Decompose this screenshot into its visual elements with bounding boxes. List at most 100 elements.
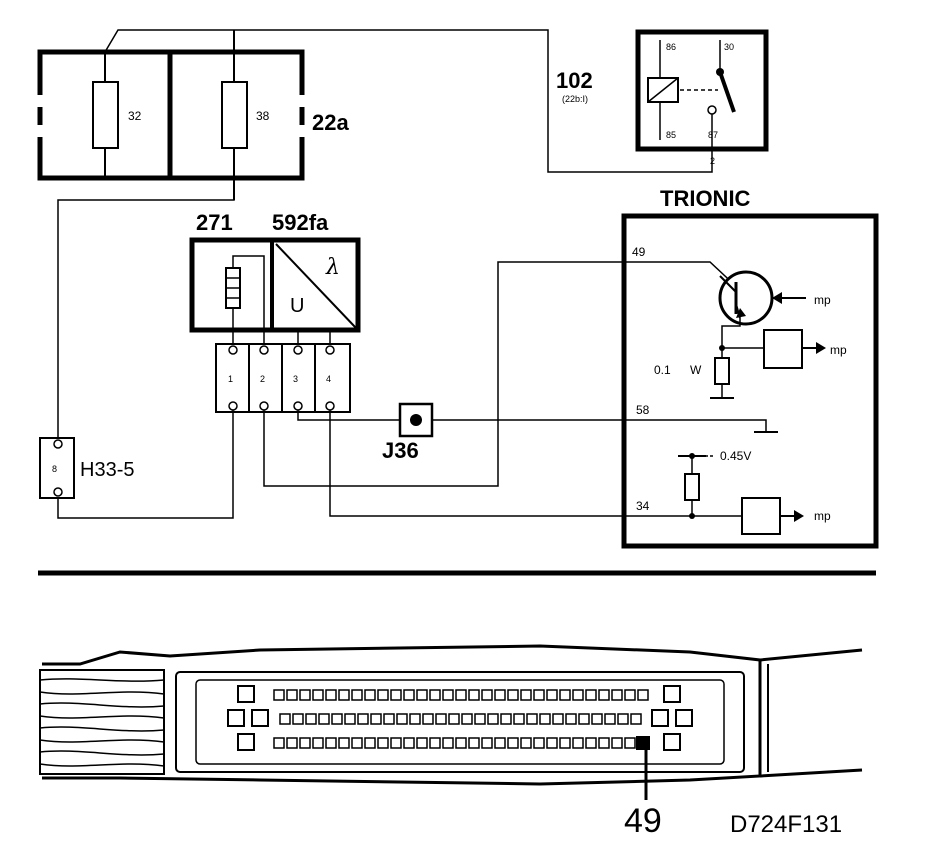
fuse-32-label: 32	[128, 109, 142, 123]
connector-pin	[416, 737, 428, 749]
transistor-icon	[718, 270, 806, 326]
connector-pin	[520, 689, 532, 701]
wire-pin1-h33	[57, 410, 234, 519]
connector-pin	[299, 737, 311, 749]
wire-pin4-ecu34	[329, 410, 742, 517]
relay-contact-87	[707, 105, 717, 115]
connector-pin	[273, 689, 285, 701]
connector-pin	[455, 689, 467, 701]
ecu-pin-58: 58	[636, 403, 650, 417]
connector-pin	[364, 689, 376, 701]
connector-pin	[338, 689, 350, 701]
connector-pin	[383, 713, 395, 725]
connector-pin	[617, 713, 629, 725]
connector-pin	[578, 713, 590, 725]
pin-49-highlight	[636, 736, 650, 750]
wire-fuse38-h33	[57, 178, 235, 440]
ground-point-j36: J36	[382, 402, 434, 463]
connector-pin	[546, 737, 558, 749]
connector-pin	[481, 737, 493, 749]
connector-pin	[325, 689, 337, 701]
connector-pin	[630, 713, 642, 725]
connector-pin	[331, 713, 343, 725]
connector-pin	[624, 689, 636, 701]
sensor-label-592fa: 592fa	[272, 210, 329, 235]
connector-pin	[338, 737, 350, 749]
connector-pin	[487, 713, 499, 725]
amplifier-block-1	[763, 329, 803, 369]
connector-pin	[585, 737, 597, 749]
relay-sublabel: (22b:I)	[562, 94, 588, 104]
amplifier-block-2	[741, 497, 781, 535]
relay-pin-2: 2	[710, 156, 715, 166]
connector-pin	[455, 737, 467, 749]
ecu-connector: 49	[39, 644, 863, 840]
connector-pin	[377, 737, 389, 749]
connector-pin	[286, 689, 298, 701]
sensor-pin-1: 1	[228, 374, 233, 384]
ecu-pin-49: 49	[632, 245, 646, 259]
connector-pin	[377, 689, 389, 701]
connector-pin	[468, 689, 480, 701]
connector-pin	[500, 713, 512, 725]
fusebox-22a: 32 38 22a	[34, 30, 349, 200]
connector-pin	[390, 689, 402, 701]
connector-pin	[507, 737, 519, 749]
connector-pin	[494, 737, 506, 749]
connector-pin	[351, 737, 363, 749]
connector-pin	[611, 737, 623, 749]
connector-pin-grid	[273, 689, 649, 749]
connector-pin	[416, 689, 428, 701]
connector-pin	[468, 737, 480, 749]
connector-pin	[559, 737, 571, 749]
connector-pin	[403, 737, 415, 749]
reference-resistor	[684, 473, 700, 501]
connector-pin	[279, 713, 291, 725]
wire-pin2-ecu49	[263, 261, 741, 487]
connector-pin	[429, 689, 441, 701]
connector-pin	[565, 713, 577, 725]
connector-pin	[435, 713, 447, 725]
connector-pin	[422, 713, 434, 725]
lambda-symbol: λ	[325, 255, 340, 280]
connector-pin	[351, 689, 363, 701]
connector-pin	[539, 713, 551, 725]
h33-label: H33-5	[80, 459, 134, 481]
connector-pin	[591, 713, 603, 725]
connector-pin	[572, 689, 584, 701]
resistor-value: 0.1	[654, 363, 671, 377]
resistor-unit: W	[690, 363, 702, 377]
mp-label-1: mp	[814, 293, 831, 307]
connector-pin	[344, 713, 356, 725]
connector-pin	[273, 737, 285, 749]
connector-pin	[292, 713, 304, 725]
wire-bundle-icon	[39, 669, 165, 775]
connector-pin	[286, 737, 298, 749]
pin-49-callout: 49	[624, 802, 662, 840]
connector-pin	[598, 737, 610, 749]
connector-pin	[429, 737, 441, 749]
connector-pin	[305, 713, 317, 725]
h33-pin: 8	[52, 464, 57, 474]
connector-h33-5: 8 H33-5	[39, 437, 134, 499]
connector-pin	[409, 713, 421, 725]
relay-pin-30: 30	[724, 42, 734, 52]
fusebox-label: 22a	[312, 110, 349, 135]
connector-pin	[637, 689, 649, 701]
ecu-title: TRIONIC	[660, 186, 751, 211]
connector-pin	[357, 713, 369, 725]
relay-pin-86: 86	[666, 42, 676, 52]
connector-pin	[533, 737, 545, 749]
relay-label: 102	[556, 68, 593, 93]
connector-pin	[442, 737, 454, 749]
connector-pin	[559, 689, 571, 701]
wire-pin3-ground	[297, 410, 767, 432]
connector-pin	[481, 689, 493, 701]
connector-pin	[299, 689, 311, 701]
connector-pin	[461, 713, 473, 725]
connector-pin	[364, 737, 376, 749]
connector-pin	[396, 713, 408, 725]
trionic-ecu: TRIONIC 49 58 34 mp mp 0.1 W	[621, 186, 879, 549]
wire-fuse32-relay	[104, 29, 713, 173]
